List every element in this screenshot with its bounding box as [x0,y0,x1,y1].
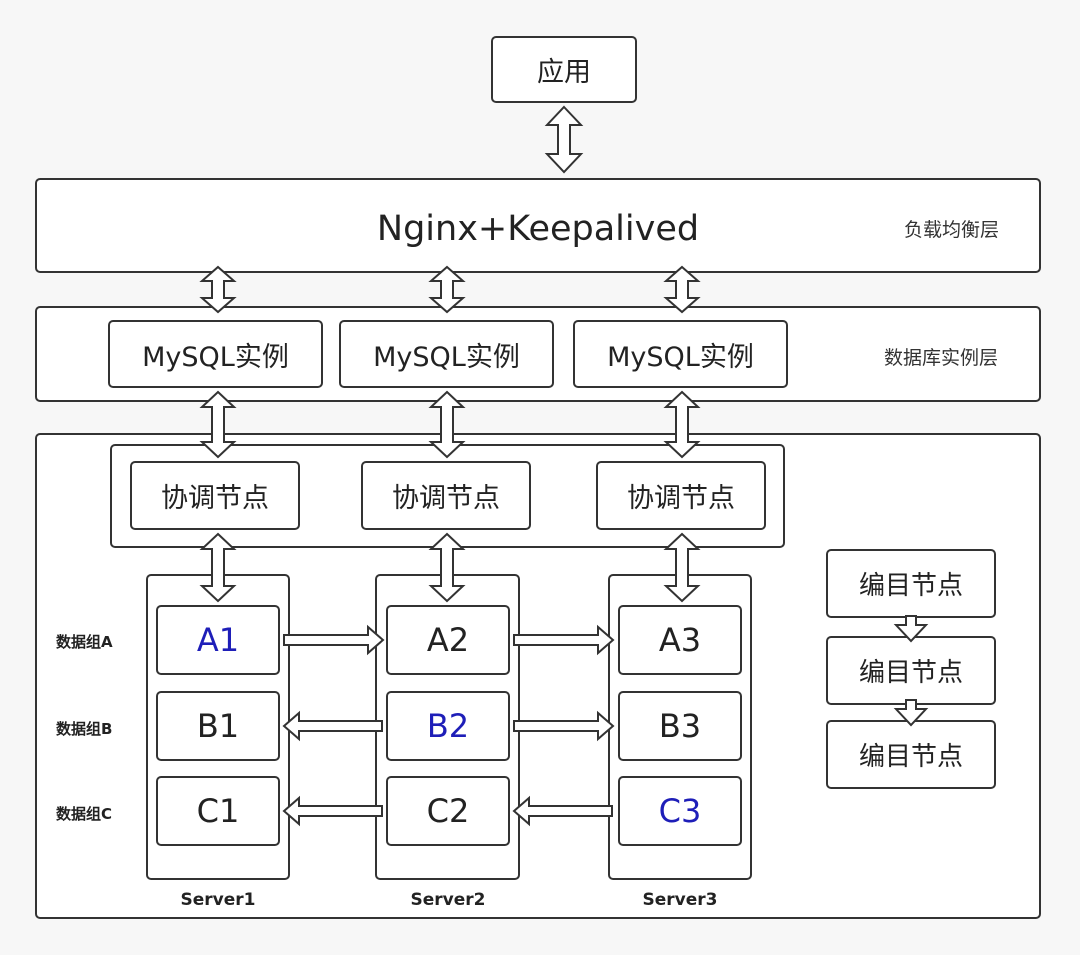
app-box: 应用 [491,36,637,103]
mysql-instance-1: MySQL实例 [108,320,323,388]
bidirectional-arrow-lb-mysql-1 [199,265,237,314]
arrow-a2-to-a3 [513,624,615,656]
catalog-node-3: 编目节点 [826,720,996,789]
bidirectional-arrow-coord-server-3 [663,532,701,603]
arrow-c3-to-c2 [512,795,613,827]
data-cell-b2: B2 [386,691,510,761]
coordinator-node-1: 协调节点 [130,461,300,530]
load-balancer-layer-label: 负载均衡层 [904,218,1000,241]
arrow-b2-to-b3 [513,710,615,742]
data-cell-c3: C3 [618,776,742,846]
data-cell-c1: C1 [156,776,280,846]
data-cell-b3: B3 [618,691,742,761]
data-cell-a2: A2 [386,605,510,675]
server-label-2: Server2 [410,890,486,910]
server-label-1: Server1 [180,890,256,910]
bidirectional-arrow-lb-mysql-2 [428,265,466,314]
data-cell-b1: B1 [156,691,280,761]
data-cell-a3: A3 [618,605,742,675]
catalog-node-2: 编目节点 [826,636,996,705]
db-instance-layer-label: 数据库实例层 [884,346,999,369]
arrow-catalog-2-to-3 [893,699,929,727]
catalog-node-1: 编目节点 [826,549,996,618]
bidirectional-arrow-coord-server-1 [199,532,237,603]
arrow-a1-to-a2 [283,624,385,656]
data-group-label-a: 数据组A [56,632,113,651]
mysql-instance-2: MySQL实例 [339,320,554,388]
bidirectional-arrow-app-lb [544,105,584,174]
bidirectional-arrow-mysql-coord-2 [428,390,466,459]
data-cell-c2: C2 [386,776,510,846]
coordinator-node-3: 协调节点 [596,461,766,530]
arrow-b2-to-b1 [282,710,383,742]
bidirectional-arrow-lb-mysql-3 [663,265,701,314]
bidirectional-arrow-mysql-coord-1 [199,390,237,459]
data-group-label-b: 数据组B [56,719,113,738]
arrow-c2-to-c1 [282,795,383,827]
data-group-label-c: 数据组C [56,804,113,823]
bidirectional-arrow-mysql-coord-3 [663,390,701,459]
data-cell-a1: A1 [156,605,280,675]
mysql-instance-3: MySQL实例 [573,320,788,388]
coordinator-node-2: 协调节点 [361,461,531,530]
load-balancer-layer [35,178,1041,273]
bidirectional-arrow-coord-server-2 [428,532,466,603]
arrow-catalog-1-to-2 [893,615,929,643]
load-balancer-label: Nginx+Keepalived [376,209,700,249]
server-label-3: Server3 [642,890,718,910]
